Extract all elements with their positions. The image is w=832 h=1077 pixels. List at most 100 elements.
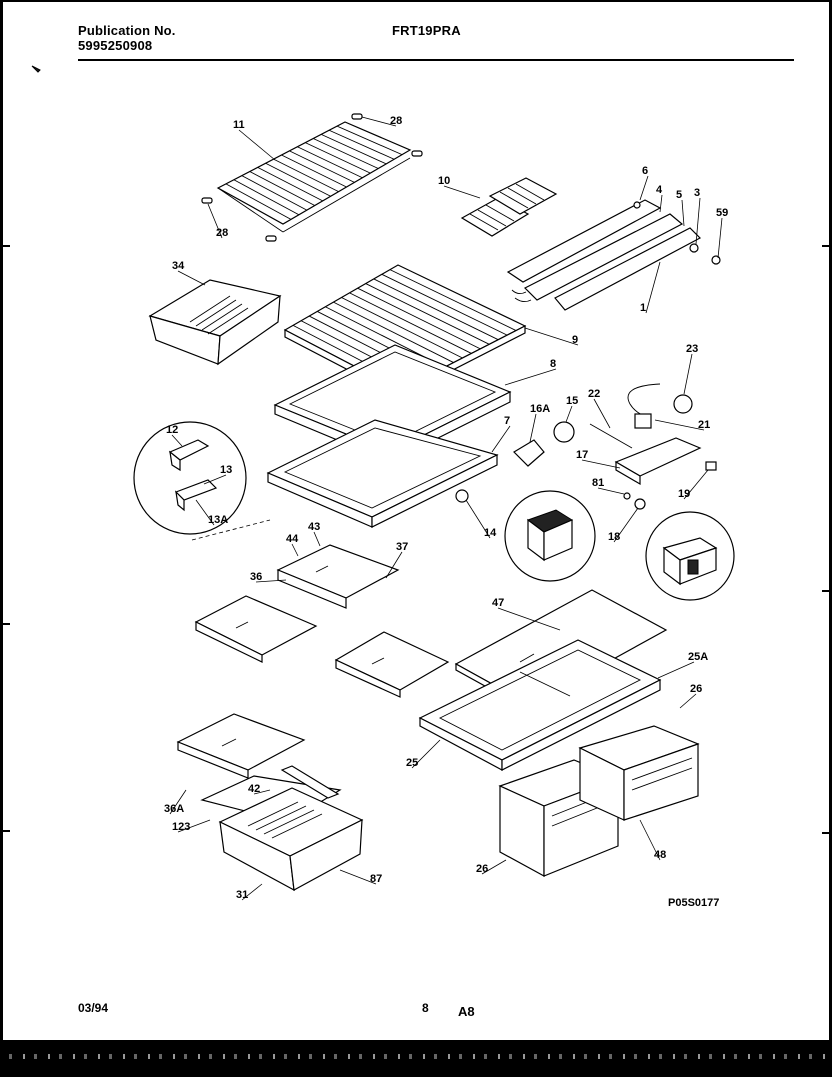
leader-line (177, 270, 206, 286)
cover-rib (349, 292, 472, 354)
callout-label: 28 (216, 227, 228, 239)
leader-line (169, 789, 187, 815)
leader-line (253, 789, 271, 795)
callout-label: 42 (248, 783, 260, 795)
leader-line (659, 194, 663, 213)
callout-1: 1 (640, 261, 661, 314)
callout-label: 10 (438, 175, 450, 187)
callout-19: 19 (678, 469, 709, 500)
shelf-wire (249, 171, 315, 206)
callout-8: 8 (504, 358, 557, 386)
crisper-drawer-part (498, 725, 700, 878)
publication-label: Publication No. (78, 23, 176, 38)
leader-line (339, 869, 377, 885)
callout-label: 3 (694, 187, 700, 199)
leader-line (313, 531, 321, 547)
callout-123: 123 (172, 819, 211, 833)
callout-label: 81 (592, 477, 604, 489)
callout-label: 26 (690, 683, 702, 695)
callout-7: 7 (491, 415, 511, 453)
leader-line (613, 507, 639, 543)
leader-line (481, 859, 507, 875)
wire-shelf-part (216, 121, 412, 233)
shelf-wire (241, 175, 308, 211)
callout-59: 59 (716, 207, 728, 259)
callout-21: 21 (654, 419, 710, 431)
callout-label: 17 (576, 449, 588, 461)
callout-label: 13 (220, 464, 232, 476)
callout-label: 16A (530, 403, 550, 415)
callout-81: 81 (592, 477, 625, 495)
callout-label: 26 (476, 863, 488, 875)
callout-label: 7 (504, 415, 510, 427)
leader-line (171, 434, 183, 447)
leader-line (683, 469, 709, 500)
leader-line (443, 185, 481, 199)
callout-4: 4 (656, 184, 663, 213)
callout-16A: 16A (529, 403, 550, 443)
callout-25: 25 (406, 739, 441, 769)
callout-18: 18 (608, 507, 639, 543)
callout-label: 1 (640, 302, 646, 314)
callout-label: 13A (208, 514, 228, 526)
callout-26: 26 (679, 683, 702, 709)
model-number: FRT19PRA (392, 23, 461, 38)
callout-label: 28 (390, 115, 402, 127)
callout-28: 28 (361, 115, 402, 127)
callout-13A: 13A (195, 499, 228, 526)
leader-line (203, 474, 227, 485)
callout-label: 34 (172, 260, 185, 272)
callout-label: 12 (166, 424, 178, 436)
shelf-wire (233, 179, 300, 216)
callout-5: 5 (676, 189, 685, 227)
cover-rib (333, 301, 454, 363)
shelf-wire (305, 142, 371, 174)
publication-number: 5995250908 (78, 38, 153, 53)
leader-line (195, 499, 215, 526)
leader-line (645, 261, 661, 314)
shelf-clip-part (201, 113, 423, 242)
callout-26: 26 (476, 859, 507, 875)
callout-label: 37 (396, 541, 408, 553)
callout-label: 123 (172, 821, 190, 833)
leader-line (241, 883, 263, 901)
cover-rib (381, 273, 508, 336)
leader-line (411, 739, 441, 769)
shelf-wire (313, 138, 379, 169)
leader-line (524, 327, 579, 346)
callout-label: 59 (716, 207, 728, 219)
shelf-rail-part (506, 199, 721, 311)
callout-label: 8 (550, 358, 556, 370)
callout-25A: 25A (657, 651, 708, 679)
shelf-wire (273, 158, 339, 193)
shelf-wire (289, 150, 355, 183)
cover-rib (357, 287, 481, 350)
leader-line (717, 217, 723, 259)
leader-line (497, 607, 561, 631)
callout-87: 87 (339, 869, 382, 885)
callout-43: 43 (308, 521, 321, 547)
callout-label: 23 (686, 343, 698, 355)
callout-label: 36 (250, 571, 262, 583)
leader-line (504, 368, 557, 386)
detail-circle-egg-bins (133, 421, 271, 541)
margin-tick (822, 832, 832, 834)
callout-label: 25 (406, 757, 418, 769)
callout-label: 19 (678, 488, 690, 500)
leader-line (639, 175, 649, 201)
callout-31: 31 (236, 883, 263, 901)
callout-label: 43 (308, 521, 320, 533)
callout-48: 48 (639, 819, 666, 861)
shelf-wire (265, 162, 331, 197)
figure-code: P05S0177 (668, 897, 719, 909)
callout-12: 12 (166, 424, 183, 447)
leader-line (679, 693, 697, 709)
shelf-wire (321, 133, 387, 165)
callout-47: 47 (492, 597, 561, 631)
callout-15: 15 (565, 395, 578, 423)
callout-label: 47 (492, 597, 504, 609)
callout-label: 18 (608, 531, 620, 543)
